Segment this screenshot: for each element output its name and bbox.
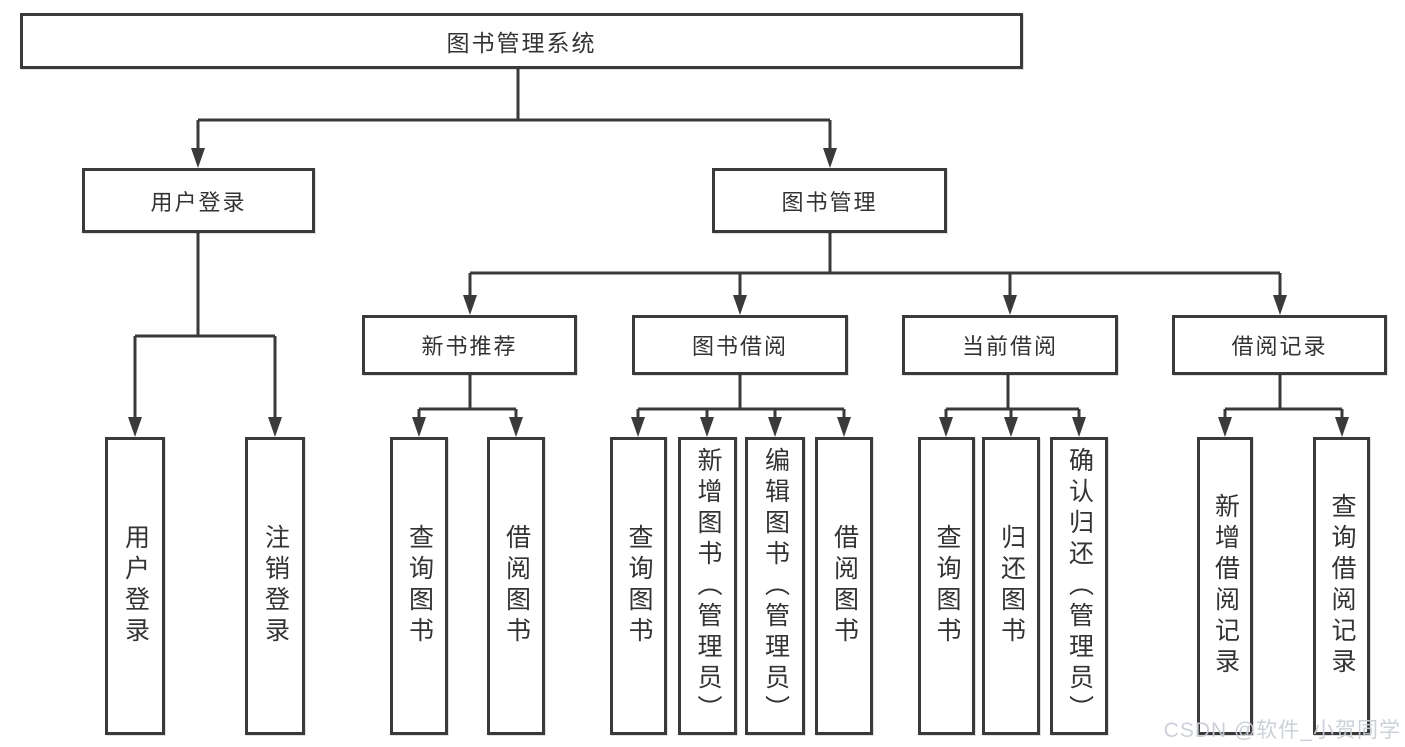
leaf-query-borrow-record-label: 查询借阅记录	[1328, 493, 1356, 679]
leaf-query-book-1-label: 查询图书	[405, 524, 434, 648]
leaf-borrow-book-2-label: 借阅图书	[830, 524, 859, 648]
node-root: 图书管理系统	[20, 13, 1023, 69]
leaf-query-book-3: 查询图书	[918, 437, 975, 735]
node-user-login: 用户登录	[82, 168, 315, 233]
leaf-add-borrow-record: 新增借阅记录	[1197, 437, 1253, 735]
leaf-confirm-return-admin-label: 确认归还（管理员）	[1065, 446, 1094, 726]
node-user-login-label: 用户登录	[150, 189, 247, 215]
leaf-borrow-book-1-label: 借阅图书	[502, 524, 531, 648]
node-book-borrow-label: 图书借阅	[691, 334, 788, 359]
node-root-label: 图书管理系统	[446, 30, 597, 56]
leaf-query-book-2: 查询图书	[610, 437, 667, 735]
leaf-query-book-1: 查询图书	[390, 437, 448, 735]
arrowheads	[128, 148, 1349, 437]
node-book-management: 图书管理	[712, 168, 947, 233]
node-new-book-recommend-label: 新书推荐	[421, 334, 518, 359]
leaf-logout: 注销登录	[245, 437, 305, 735]
csdn-watermark: CSDN @软件_小贺同学	[1163, 719, 1401, 742]
node-new-book-recommend: 新书推荐	[362, 315, 577, 375]
leaf-return-book-label: 归还图书	[997, 524, 1026, 648]
leaf-borrow-book-2: 借阅图书	[815, 437, 873, 735]
leaf-query-book-3-label: 查询图书	[933, 524, 961, 648]
leaf-query-borrow-record: 查询借阅记录	[1313, 437, 1370, 735]
leaf-return-book: 归还图书	[982, 437, 1040, 735]
leaf-edit-book-admin-label: 编辑图书（管理员）	[761, 446, 790, 726]
leaf-add-borrow-record-label: 新增借阅记录	[1211, 493, 1240, 679]
node-borrow-record: 借阅记录	[1172, 315, 1387, 375]
leaf-add-book-admin-label: 新增图书（管理员）	[694, 446, 722, 726]
leaf-user-login: 用户登录	[105, 437, 165, 735]
node-borrow-record-label: 借阅记录	[1231, 334, 1328, 359]
node-current-borrow: 当前借阅	[902, 315, 1118, 375]
node-book-borrow: 图书借阅	[632, 315, 848, 375]
node-current-borrow-label: 当前借阅	[961, 334, 1058, 359]
leaf-confirm-return-admin: 确认归还（管理员）	[1050, 437, 1108, 735]
leaf-query-book-2-label: 查询图书	[625, 524, 653, 648]
node-book-management-label: 图书管理	[781, 189, 878, 215]
leaf-user-login-label: 用户登录	[121, 524, 150, 648]
leaf-borrow-book-1: 借阅图书	[487, 437, 545, 735]
leaf-logout-label: 注销登录	[261, 524, 290, 648]
leaf-edit-book-admin: 编辑图书（管理员）	[745, 437, 805, 735]
leaf-add-book-admin: 新增图书（管理员）	[678, 437, 737, 735]
